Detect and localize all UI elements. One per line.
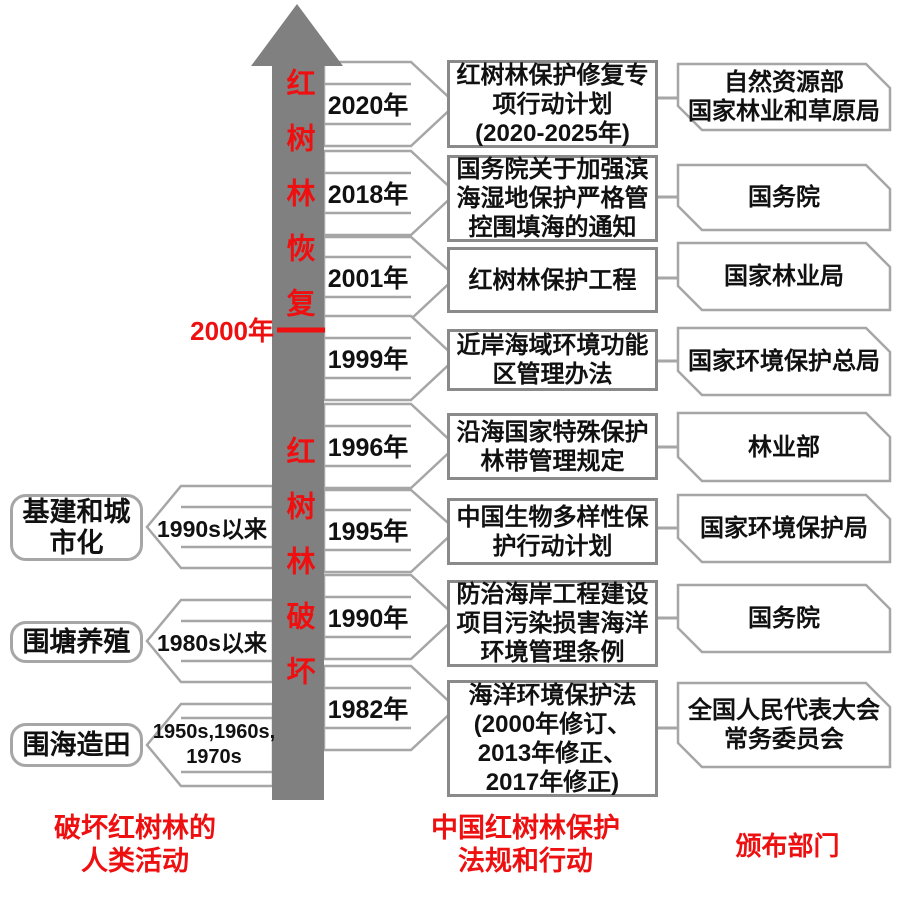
- axis-label-recovery: 红树林恢复: [282, 68, 314, 343]
- year-arrow-shapes: [322, 60, 458, 752]
- department-box-shape-6: [676, 583, 892, 654]
- activity-box-land-reclamation: 围海造田: [10, 723, 143, 767]
- year-arrow-band-lines: [324, 82, 411, 730]
- department-label-0: 自然资源部 国家林业和草原局: [688, 69, 880, 125]
- footer-laws: 中国红树林保护 法规和行动: [431, 813, 620, 876]
- department-box-shape-3: [676, 326, 892, 397]
- department-box-shape-1: [676, 163, 892, 232]
- department-box-shape-5: [676, 493, 892, 564]
- department-label-5: 国家环境保护局: [700, 515, 868, 542]
- year-label-2001: 2001年: [327, 265, 409, 293]
- law-box-1982: 海洋环境保护法 (2000年修订、 2013年修正、 2017年修正): [447, 680, 658, 797]
- year-label-1995: 1995年: [327, 518, 409, 546]
- year-label-2018: 2018年: [327, 181, 409, 209]
- law-box-2018: 国务院关于加强滨 海湿地保护严格管 控围填海的通知: [447, 155, 658, 242]
- department-label-2: 国家林业局: [724, 263, 844, 290]
- department-box-shape-2: [676, 241, 892, 312]
- year-label-1999: 1999年: [327, 346, 409, 374]
- department-label-7: 全国人民代表大会 常务委员会: [688, 697, 880, 753]
- year-label-1982: 1982年: [327, 696, 409, 724]
- department-label-1: 国务院: [748, 184, 820, 211]
- department-label-3: 国家环境保护总局: [688, 348, 880, 375]
- timeline-arrow: [251, 4, 343, 800]
- law-box-1996: 沿海国家特殊保护 林带管理规定: [447, 413, 658, 480]
- department-label-4: 林业部: [748, 433, 820, 461]
- year-label-2020: 2020年: [327, 92, 409, 120]
- law-box-1990: 防治海岸工程建设 项目污染损害海洋 环境管理条例: [447, 580, 658, 667]
- era-label-1990s: 1990s以来: [157, 516, 267, 542]
- era-arrow-shapes: [145, 484, 275, 788]
- law-box-1995: 中国生物多样性保 护行动计划: [447, 498, 658, 565]
- activity-box-aquaculture: 围塘养殖: [10, 621, 143, 663]
- year-label-1996: 1996年: [327, 434, 409, 462]
- law-box-2001: 红树林保护工程: [447, 247, 658, 313]
- activity-box-infrastructure: 基建和城市化: [10, 494, 143, 561]
- axis-label-destruction: 红树林破坏: [282, 436, 314, 711]
- law-box-2020: 红树林保护修复专 项行动计划 (2020-2025年): [447, 60, 658, 148]
- era-label-1980s: 1980s以来: [157, 630, 267, 656]
- department-label-6: 国务院: [748, 605, 820, 632]
- year-label-1990: 1990年: [327, 605, 409, 633]
- year-2000-label: 2000年: [190, 315, 274, 346]
- department-box-shape-7: [676, 681, 892, 769]
- department-box-shape-4: [676, 411, 892, 483]
- era-arrow-band-lines: [181, 505, 273, 774]
- era-label-1950s: 1950s,1960s, 1970s: [152, 721, 276, 768]
- footer-activities: 破坏红树林的 人类活动: [54, 813, 216, 876]
- department-box-shape-0: [676, 62, 892, 132]
- department-box-shapes: [676, 62, 892, 769]
- footer-departments: 颁布部门: [735, 830, 840, 861]
- law-department-connectors: [655, 96, 680, 730]
- law-box-1999: 近岸海域环境功能 区管理办法: [447, 329, 658, 391]
